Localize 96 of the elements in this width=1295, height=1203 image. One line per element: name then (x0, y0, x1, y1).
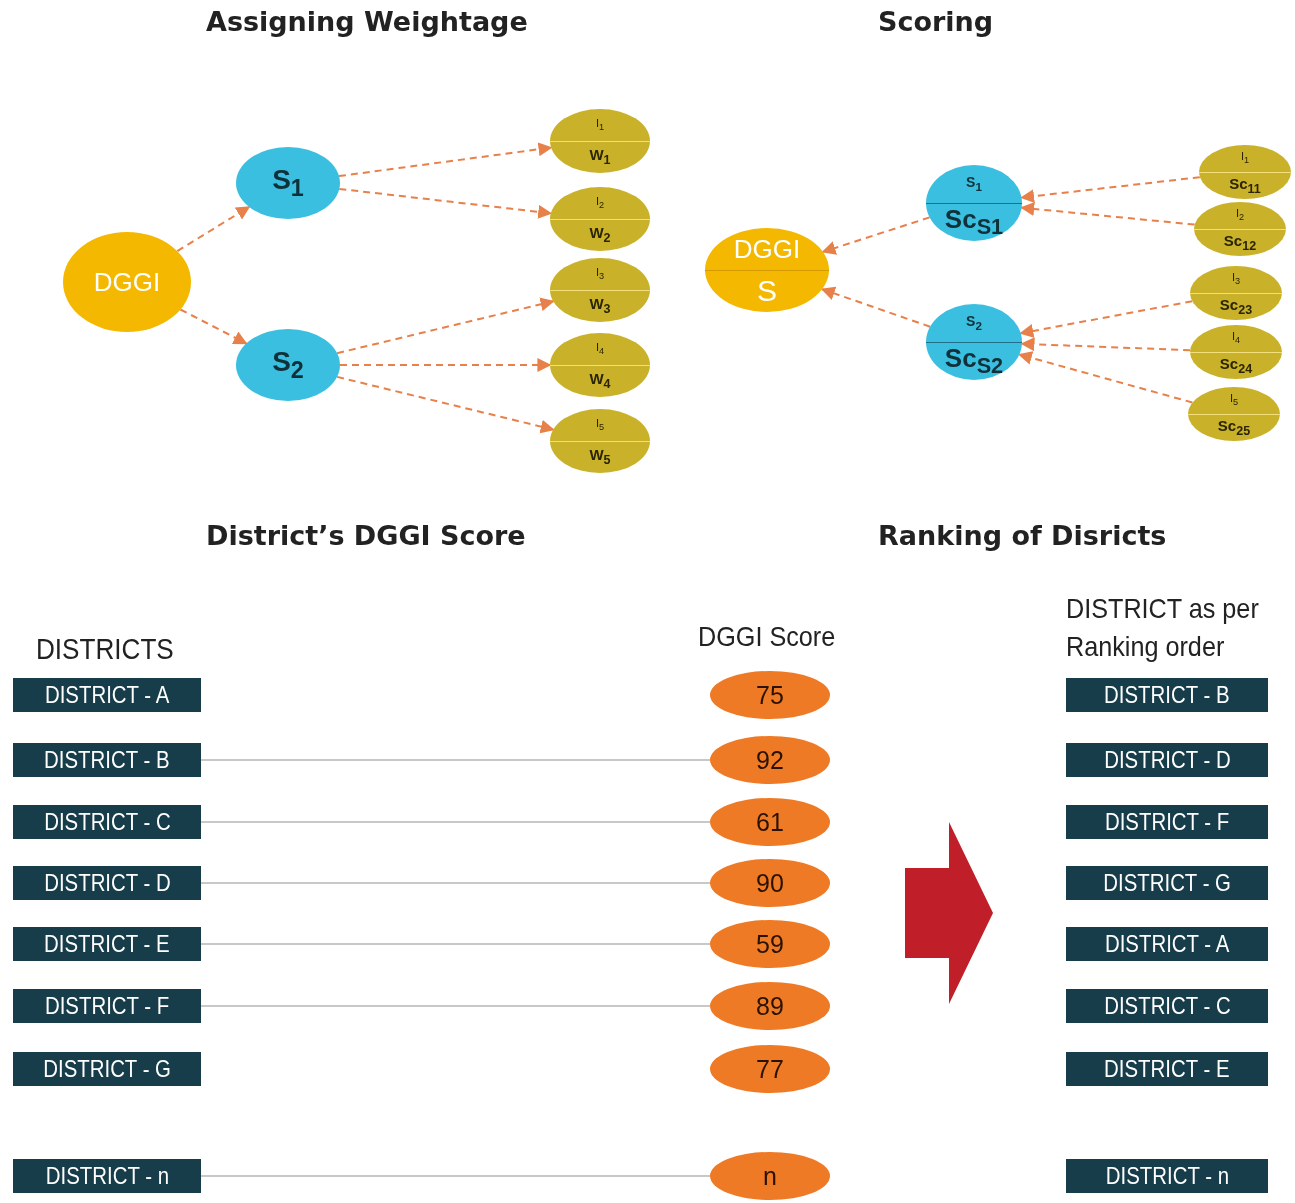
district-box (1066, 805, 1268, 839)
dashed-arrow (820, 286, 932, 328)
node-label: 59 (756, 931, 784, 957)
node-label: DISTRICT - E (44, 932, 170, 956)
leader-line (200, 821, 711, 823)
node-label: DISTRICT - n (45, 1164, 169, 1188)
node-label: 90 (756, 870, 784, 896)
dashed-arrow (1020, 337, 1192, 352)
node-label: S (757, 276, 777, 306)
node-label: I$_{3}$ (595, 266, 605, 282)
district-box (1066, 989, 1268, 1023)
node-label: I$_{5}$ (1229, 393, 1239, 408)
leader-line (200, 1175, 711, 1177)
dashed-arrow (339, 358, 552, 372)
node-label: DISTRICT - n (1105, 1164, 1229, 1188)
node-label: Sc$_{11}$ (1229, 175, 1261, 196)
node-label: I$_{2}$ (1235, 208, 1245, 223)
node-label: W$_{1}$ (589, 147, 611, 167)
node-label: I$_{5}$ (595, 417, 605, 433)
leader-line (200, 882, 711, 884)
district-box (13, 1052, 201, 1086)
node-label: DISTRICT - F (44, 994, 170, 1018)
node-label: Sc$_{S1}$ (944, 206, 1004, 238)
dashed-arrow (179, 308, 248, 345)
column-heading: DISTRICTS (36, 632, 174, 667)
district-box (13, 743, 201, 777)
node-label: S$_{2}$ (966, 314, 982, 332)
node-label: 61 (756, 809, 784, 835)
node-label: I$_{4}$ (595, 341, 605, 357)
panel-heading: Ranking of Disricts (878, 520, 1167, 551)
dashed-arrow (336, 297, 555, 355)
node-label: DISTRICT - D (1103, 748, 1231, 772)
node-label: Sc$_{25}$ (1217, 417, 1251, 438)
node-label: DISTRICT - A (44, 683, 170, 707)
node-label: DISTRICT - G (43, 1057, 171, 1081)
node-label: W$_{3}$ (589, 296, 611, 316)
district-box (13, 805, 201, 839)
district-box (1066, 927, 1268, 961)
district-box (13, 1159, 201, 1193)
node-label: W$_{2}$ (589, 225, 611, 245)
node-label: W$_{5}$ (589, 447, 611, 467)
dashed-arrow (1020, 176, 1201, 204)
node-label: 77 (756, 1056, 784, 1082)
node-label: 89 (756, 993, 784, 1019)
panel-heading: Scoring (878, 6, 994, 37)
node-label: n (763, 1163, 777, 1189)
panel-heading: District’s DGGI Score (206, 520, 526, 551)
dashed-arrow (338, 187, 553, 219)
dashed-arrow (821, 216, 931, 255)
node-label: W$_{4}$ (589, 371, 611, 391)
node-label: DISTRICT - B (1104, 683, 1230, 707)
node-label: Sc$_{S2}$ (944, 345, 1004, 377)
district-box (1066, 1052, 1268, 1086)
node-label: I$_{1}$ (1240, 151, 1250, 166)
district-box (1066, 678, 1268, 712)
district-box (13, 866, 201, 900)
leader-line (200, 1005, 711, 1007)
node-label: S$_{2}$ (272, 348, 304, 382)
node-label: Sc$_{12}$ (1223, 232, 1257, 253)
node-label: DISTRICT - B (44, 748, 170, 772)
node-label: DGGI (733, 236, 801, 262)
node-label: DGGI (93, 269, 161, 295)
node-label: S$_{1}$ (966, 175, 982, 193)
node-label: DISTRICT - G (1103, 871, 1231, 895)
district-box (13, 989, 201, 1023)
column-heading: DGGI Score (698, 620, 836, 654)
node-label: I$_{4}$ (1231, 331, 1241, 346)
node-label: Sc$_{23}$ (1219, 296, 1253, 317)
district-box (1066, 866, 1268, 900)
node-label: S$_{1}$ (272, 166, 304, 200)
node-label: DISTRICT - F (1104, 810, 1230, 834)
node-label: DISTRICT - C (43, 810, 171, 834)
node-label: DISTRICT - E (1104, 1057, 1230, 1081)
node-label: I$_{2}$ (595, 195, 605, 211)
dashed-arrow (1019, 300, 1194, 338)
node-label: DISTRICT - D (43, 871, 171, 895)
dashed-arrow (1020, 201, 1196, 226)
node-label: I$_{1}$ (595, 117, 605, 133)
dashed-arrow (176, 205, 251, 253)
node-label: DISTRICT - C (1103, 994, 1231, 1018)
column-heading: DISTRICT as per Ranking order (1066, 592, 1260, 664)
dashed-arrow (338, 142, 553, 178)
panel-heading: Assigning Weightage (206, 6, 528, 37)
district-box (13, 927, 201, 961)
district-box (1066, 743, 1268, 777)
dashed-arrow (1017, 351, 1194, 404)
district-box (1066, 1159, 1268, 1193)
district-box (13, 678, 201, 712)
dashed-arrow (336, 375, 555, 434)
node-label: I$_{3}$ (1231, 272, 1241, 287)
node-label: 92 (756, 747, 784, 773)
node-label: 75 (756, 682, 784, 708)
node-label: Sc$_{24}$ (1219, 355, 1253, 376)
leader-line (200, 759, 711, 761)
leader-line (200, 943, 711, 945)
node-label: DISTRICT - A (1104, 932, 1230, 956)
